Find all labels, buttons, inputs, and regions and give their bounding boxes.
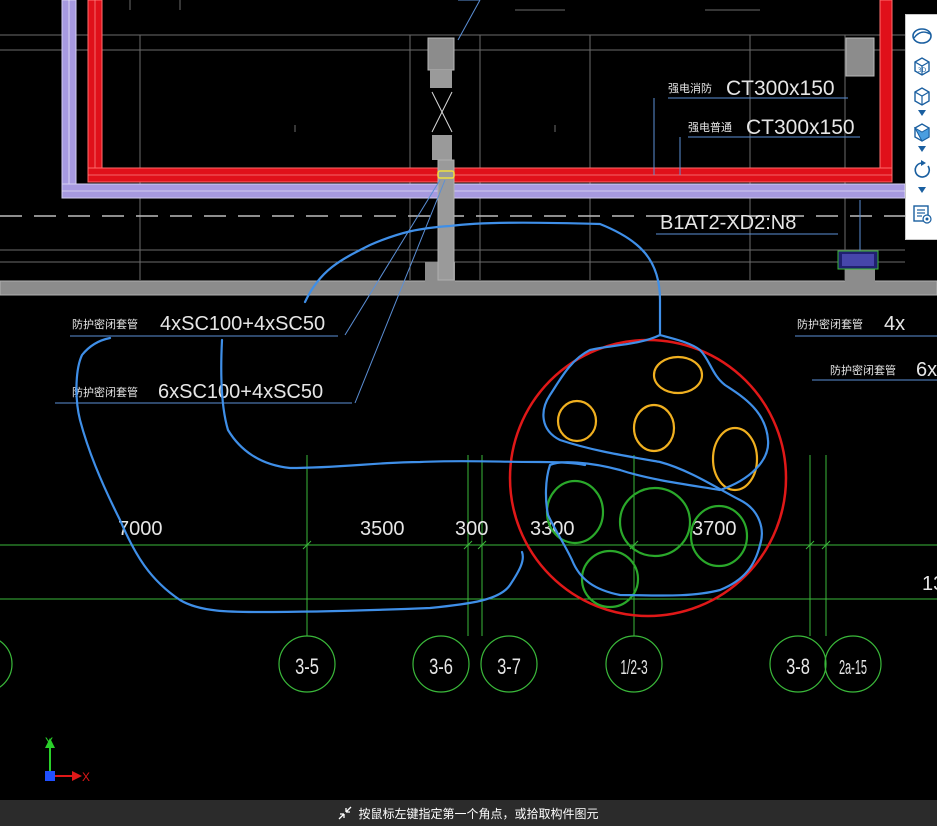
dimension-13: 13 — [922, 573, 937, 595]
dimension-labels: 7000 3500 300 3300 3700 13 — [118, 518, 937, 595]
purple-trunk — [61, 183, 906, 199]
dimension-300: 300 — [455, 518, 488, 540]
wall-band — [0, 262, 937, 296]
label-sleeve-1: 防护密闭套管 — [72, 317, 138, 331]
rotate-icon — [914, 160, 931, 178]
tray-leaders — [344, 0, 861, 404]
ellipse-view-icon — [912, 28, 932, 44]
freehand-annotations — [75, 221, 770, 614]
cube-front-button[interactable] — [909, 119, 935, 145]
view-toolbar: 3D — [905, 14, 937, 240]
ucs-x-label: X — [82, 770, 90, 784]
label-strong-fire: 强电消防 — [668, 81, 712, 95]
axis-3-6: 3-6 — [429, 655, 453, 680]
dimension-7000: 7000 — [118, 518, 163, 540]
label-sleeve-3: 防护密闭套管 — [797, 317, 863, 331]
3d-view-icon: 3D — [914, 57, 930, 76]
yellow-sleeves — [556, 355, 759, 492]
label-tray-2: CT300x150 — [746, 116, 855, 139]
3d-icon-text: 3D — [918, 67, 927, 74]
cube-view-button[interactable] — [909, 83, 935, 109]
tray-annotations: 强电消防 CT300x150 强电普通 CT300x150 B1AT2-XD2:… — [660, 77, 855, 234]
label-sleeve-spec-2: 6xSC100+4xSC50 — [158, 381, 323, 403]
red-trunk — [87, 167, 893, 183]
green-sleeves — [545, 479, 749, 609]
label-strong-normal: 强电普通 — [688, 120, 732, 134]
chevron-down-icon[interactable] — [918, 146, 926, 152]
device-box — [837, 250, 879, 270]
ellipse-view-button[interactable] — [909, 23, 935, 49]
axis-3-7: 3-7 — [497, 655, 521, 680]
cad-canvas[interactable]: 强电消防 CT300x150 强电普通 CT300x150 B1AT2-XD2:… — [0, 0, 937, 800]
sleeve-annotations: 防护密闭套管 4xSC100+4xSC50 防护密闭套管 6xSC100+4xS… — [55, 313, 937, 404]
status-message: 按鼠标左键指定第一个角点，或拾取构件图元 — [358, 806, 599, 821]
status-bar: 按鼠标左键指定第一个角点，或拾取构件图元 — [0, 800, 937, 826]
axis-3-5: 3-5 — [295, 655, 319, 680]
properties-icon — [913, 205, 932, 224]
grid-lines — [0, 455, 937, 636]
axis-2a-15: 2a-15 — [839, 657, 867, 679]
axis-half-2-3: 1/2-3 — [620, 657, 647, 679]
label-sleeve-spec-3: 4x — [884, 313, 905, 335]
label-sleeve-2: 防护密闭套管 — [72, 385, 138, 399]
axis-bubbles — [0, 635, 882, 693]
dimension-3500: 3500 — [360, 518, 405, 540]
3d-view-button[interactable]: 3D — [909, 53, 935, 79]
chevron-down-icon[interactable] — [918, 110, 926, 116]
central-column — [427, 37, 875, 281]
chevron-down-icon[interactable] — [918, 187, 926, 193]
cube-front-icon — [913, 123, 930, 142]
axis-3-8: 3-8 — [786, 655, 810, 680]
dimension-3700: 3700 — [692, 518, 737, 540]
properties-button[interactable] — [909, 201, 935, 227]
cube-view-icon — [914, 87, 930, 106]
label-tag-b1: B1AT2-XD2:N8 — [660, 212, 796, 234]
rotate-button[interactable] — [909, 157, 935, 183]
label-sleeve-spec-1: 4xSC100+4xSC50 — [160, 313, 325, 335]
axis-labels: 3-5 3-6 3-7 1/2-3 3-8 2a-15 — [295, 655, 867, 680]
label-sleeve-4: 防护密闭套管 — [830, 363, 896, 377]
shrink-arrows-icon — [338, 806, 352, 820]
label-sleeve-spec-4: 6x — [916, 359, 937, 381]
label-tray-1: CT300x150 — [726, 77, 835, 100]
ucs-y-label: Y — [45, 735, 53, 749]
ucs-indicator: Y X — [45, 735, 90, 784]
